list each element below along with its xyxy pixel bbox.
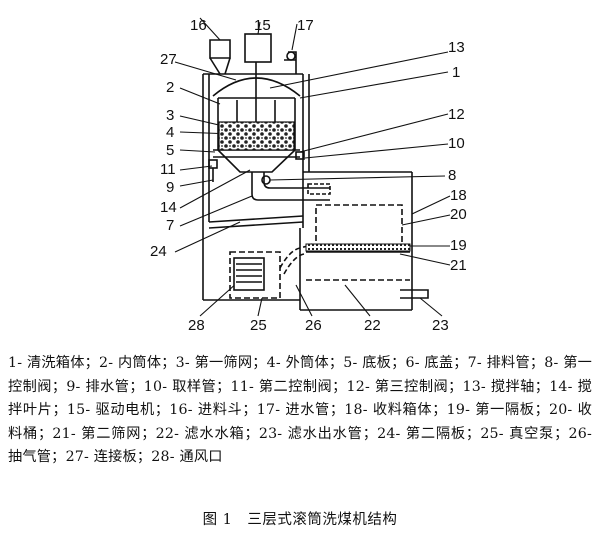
label-7: 7 xyxy=(166,217,174,234)
legend-item: 2- 内筒体； xyxy=(99,355,176,371)
label-9: 9 xyxy=(166,179,174,196)
legend-item: 4- 外筒体； xyxy=(266,355,344,371)
collection-tank-body xyxy=(299,171,413,311)
legend-item: 1- 清洗箱体； xyxy=(8,355,100,371)
exhaust-tube xyxy=(279,243,313,269)
drive-motor-icon xyxy=(244,33,272,63)
label-12: 12 xyxy=(448,106,465,123)
legend-item: 15- 驱动电机； xyxy=(66,402,170,419)
label-25: 25 xyxy=(250,317,267,334)
second-valve-icon xyxy=(208,159,218,169)
legend-item: 3- 第一筛网； xyxy=(175,355,267,371)
legend-item: 13- 搅拌轴； xyxy=(462,378,550,395)
first-screen xyxy=(218,121,295,151)
legend-item: 27- 连接板； xyxy=(65,449,152,466)
legend-item: 7- 排料管； xyxy=(467,355,545,371)
label-28: 28 xyxy=(188,317,205,334)
label-18: 18 xyxy=(450,187,467,204)
label-13: 13 xyxy=(448,39,465,56)
label-1: 1 xyxy=(452,64,460,81)
label-19: 19 xyxy=(450,237,467,254)
label-26: 26 xyxy=(305,317,322,334)
machine-structure-diagram: 16 15 17 27 13 1 2 3 4 5 12 10 11 9 8 18… xyxy=(150,17,467,334)
feed-hopper-icon xyxy=(209,39,231,59)
discharge-pipe xyxy=(251,172,330,201)
label-21: 21 xyxy=(450,257,467,274)
figure-caption: 图 1 三层式滚筒洗煤机结构 xyxy=(202,512,398,528)
filtered-water-outlet xyxy=(400,289,429,299)
legend-item: 18- 收料箱体； xyxy=(344,402,447,419)
ventilation-port xyxy=(233,257,265,291)
legend-item: 9- 排水管； xyxy=(66,378,144,395)
legend-item: 24- 第二隔板； xyxy=(377,425,481,442)
bottom-cover xyxy=(217,149,296,173)
legend-item: 26- 抽气管； xyxy=(8,425,592,466)
label-24: 24 xyxy=(150,243,167,260)
legend-item: 11- 第二控制阀； xyxy=(230,378,347,395)
label-3: 3 xyxy=(166,107,174,124)
legend-item: 25- 真空泵； xyxy=(480,425,569,442)
legend-item: 14- 搅拌叶片； xyxy=(8,378,592,419)
parts-legend: 1- 清洗箱体；2- 内筒体；3- 第一筛网；4- 外筒体；5- 底板；6- 底… xyxy=(8,352,592,470)
legend-item: 23- 滤水出水管； xyxy=(258,425,378,442)
legend-item: 17- 进水管； xyxy=(256,402,345,419)
label-2: 2 xyxy=(166,79,174,96)
label-4: 4 xyxy=(166,124,174,141)
label-22: 22 xyxy=(364,317,381,334)
legend-item: 20- 收料桶； xyxy=(8,402,592,442)
legend-item: 19- 第一隔板； xyxy=(446,402,549,419)
legend-item: 21- 第二筛网； xyxy=(52,425,156,442)
label-16: 16 xyxy=(190,17,207,34)
sampling-pipe xyxy=(307,183,331,195)
label-23: 23 xyxy=(432,317,449,334)
legend-item: 28- 通风口 xyxy=(151,449,223,466)
label-20: 20 xyxy=(450,206,467,223)
second-partition xyxy=(208,215,304,223)
label-14: 14 xyxy=(160,199,177,216)
label-15: 15 xyxy=(254,17,271,34)
legend-item: 8- 第一控制阀； xyxy=(8,355,593,395)
vacuum-pump xyxy=(229,251,281,299)
label-8: 8 xyxy=(448,167,456,184)
legend-item: 5- 底板； xyxy=(343,355,406,371)
label-5: 5 xyxy=(166,142,174,159)
label-11: 11 xyxy=(160,161,176,178)
label-17: 17 xyxy=(297,17,314,34)
legend-item: 6- 底盖； xyxy=(405,355,468,371)
legend-item: 22- 滤水水箱； xyxy=(155,425,259,442)
label-10: 10 xyxy=(448,135,465,152)
legend-item: 16- 进料斗； xyxy=(169,402,257,419)
collection-bucket xyxy=(315,204,403,246)
legend-item: 12- 第三控制阀； xyxy=(346,378,463,395)
label-27: 27 xyxy=(160,51,177,68)
second-screen xyxy=(305,243,411,252)
legend-item: 10- 取样管； xyxy=(143,378,231,395)
